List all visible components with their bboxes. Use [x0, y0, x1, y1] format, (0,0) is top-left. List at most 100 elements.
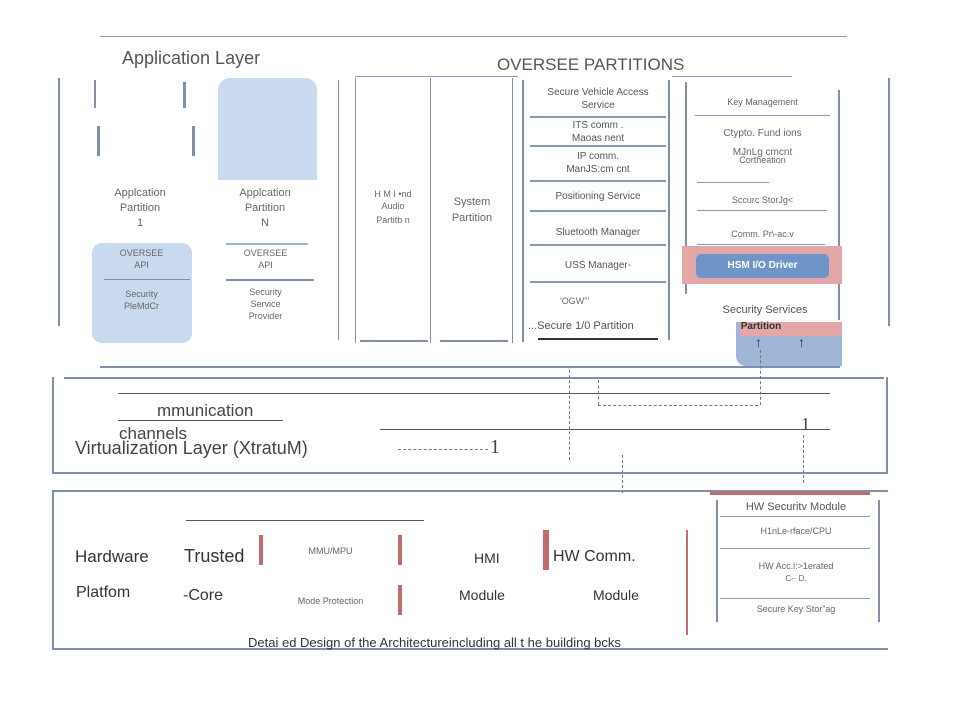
divider — [672, 76, 792, 77]
trusted-core-line1: Trusted — [184, 546, 245, 566]
divider — [118, 420, 283, 421]
hardware-bottom-border — [52, 648, 888, 650]
channel-dash — [760, 350, 761, 405]
divider — [440, 340, 508, 342]
virtualization-bottom-border — [52, 472, 888, 474]
partition-marker — [183, 82, 186, 108]
oversee-api-1: OVERSEE API — [119, 248, 164, 270]
hardware-platform-line2: Platfom — [76, 584, 131, 601]
divider — [720, 598, 870, 599]
oversee-partitions-title: OVERSEE PARTITIONS — [497, 55, 685, 74]
app-partition-n-box — [218, 78, 317, 180]
mmu-bracket — [398, 535, 402, 565]
comm-privacy: Comm. Pr\-ac.v — [731, 229, 794, 239]
mode-protection: Mode Protection — [297, 596, 364, 606]
divider — [720, 516, 870, 517]
uss-manager: USS Manager- — [530, 259, 666, 283]
channel-dash — [598, 405, 758, 406]
hmi-module-line1: HMI — [474, 550, 500, 566]
positioning-service: Positioning Service — [530, 190, 666, 212]
secure-vehicle-access-service: Secure Vehicle Access Service — [530, 86, 666, 118]
mmu-bracket — [259, 535, 263, 565]
key-management: Key Management — [727, 97, 798, 107]
partition-marker — [97, 126, 100, 156]
arrow-up-icon: ↑ — [798, 334, 805, 350]
oversee-api-n: OVERSEE API — [243, 248, 288, 270]
channel-marker: 1 — [490, 436, 500, 458]
divider — [430, 78, 431, 343]
hardware-left-border — [52, 490, 54, 650]
secure-io-fragment: 'OGW''' — [560, 296, 590, 306]
partition-marker — [192, 126, 195, 156]
hw-security-top-accent — [710, 492, 870, 495]
virtualization-layer-title: Virtualization Layer (XtratuM) — [75, 438, 308, 458]
hw-accelerated: HW Acc.l:>1erated C-· D. — [758, 561, 834, 583]
app-partition-1-label: Applcation Partition 1 — [114, 187, 166, 229]
mode-bracket — [398, 585, 402, 615]
trusted-core-line2: -Core — [183, 587, 224, 604]
hw-comm-bracket — [543, 530, 549, 570]
channel-dash — [398, 449, 488, 450]
certification: Cortheation — [739, 155, 786, 165]
management: MJnLg cmcnt — [732, 147, 793, 158]
virtualization-right-border — [886, 377, 888, 473]
channel-marker: 1 — [801, 414, 810, 434]
divider — [720, 548, 870, 549]
divider — [355, 78, 356, 343]
partition-label: Partition — [740, 321, 782, 332]
divider — [360, 340, 428, 342]
channel-dash — [569, 370, 570, 460]
crypto-functions: Ctypto. Fund ions — [723, 128, 802, 139]
divider — [355, 76, 518, 77]
hw-security-module-title: HW Securitv Module — [745, 501, 847, 513]
virtualization-left-border — [52, 377, 54, 473]
bluetooth-manager: Sluetooth Manager — [530, 226, 666, 246]
security-services-partition-title: Security Services — [722, 304, 808, 316]
divider — [226, 243, 308, 245]
divider — [838, 90, 840, 320]
system-partition-label: System Partition — [451, 196, 493, 224]
hmi-audio-partition-label: H M I •nd Audio Partitb n — [374, 189, 412, 225]
security-partition-band — [740, 322, 842, 336]
channel-dash — [598, 380, 599, 405]
arrow-up-icon: ↑ — [755, 334, 762, 350]
app-layer-bottom-border — [100, 366, 840, 368]
comm-channels-line2: channels — [119, 424, 188, 443]
its-comm-service: ITS comm . Maoas nent — [530, 119, 666, 147]
secure-io-partition-label: ...Secure 1/0 Partition — [528, 320, 634, 332]
secure-storage: Sccurc StorJg< — [731, 195, 794, 205]
divider — [697, 210, 827, 211]
ip-comm-service: IP comm. ManJS:cm cnt — [530, 150, 666, 182]
divider — [695, 115, 830, 116]
hw-secure-key-storage: Secure Key Stor”ag — [756, 604, 836, 614]
app-layer-right-border — [888, 78, 890, 326]
comm-channel-line — [118, 393, 830, 394]
divider — [186, 520, 424, 521]
divider — [522, 80, 524, 342]
divider — [697, 182, 769, 183]
hw-comm-line1: HW Comm. — [553, 548, 636, 565]
divider — [338, 80, 339, 340]
mmu-mpu: MMU/MPU — [308, 546, 353, 556]
hw-interface-cpu: H1nLe-rface/CPU — [760, 526, 832, 536]
hw-security-module-box — [716, 500, 880, 622]
divider — [104, 279, 190, 280]
app-layer-left-border — [58, 78, 60, 326]
app-layer-top-border — [100, 36, 847, 37]
security-provider-n: Security Service Provider — [248, 287, 283, 321]
channel-dash — [622, 455, 623, 493]
divider — [685, 82, 687, 294]
virtualization-top-border — [64, 377, 884, 379]
app-partition-n-label: Applcation Partition N — [239, 187, 291, 229]
hw-comm-line2: Module — [593, 587, 639, 603]
hmi-module-line2: Module — [459, 587, 505, 603]
hardware-top-border — [52, 490, 888, 492]
hw-comm-border — [686, 530, 688, 635]
app-partition-1-box — [92, 243, 192, 343]
comm-channel-line — [380, 429, 830, 430]
hardware-platform-line1: Hardware — [75, 547, 149, 566]
channel-dash — [803, 435, 804, 483]
security-provider-1: Security PleMdCr — [123, 289, 159, 311]
divider — [538, 338, 658, 340]
divider — [697, 244, 825, 245]
